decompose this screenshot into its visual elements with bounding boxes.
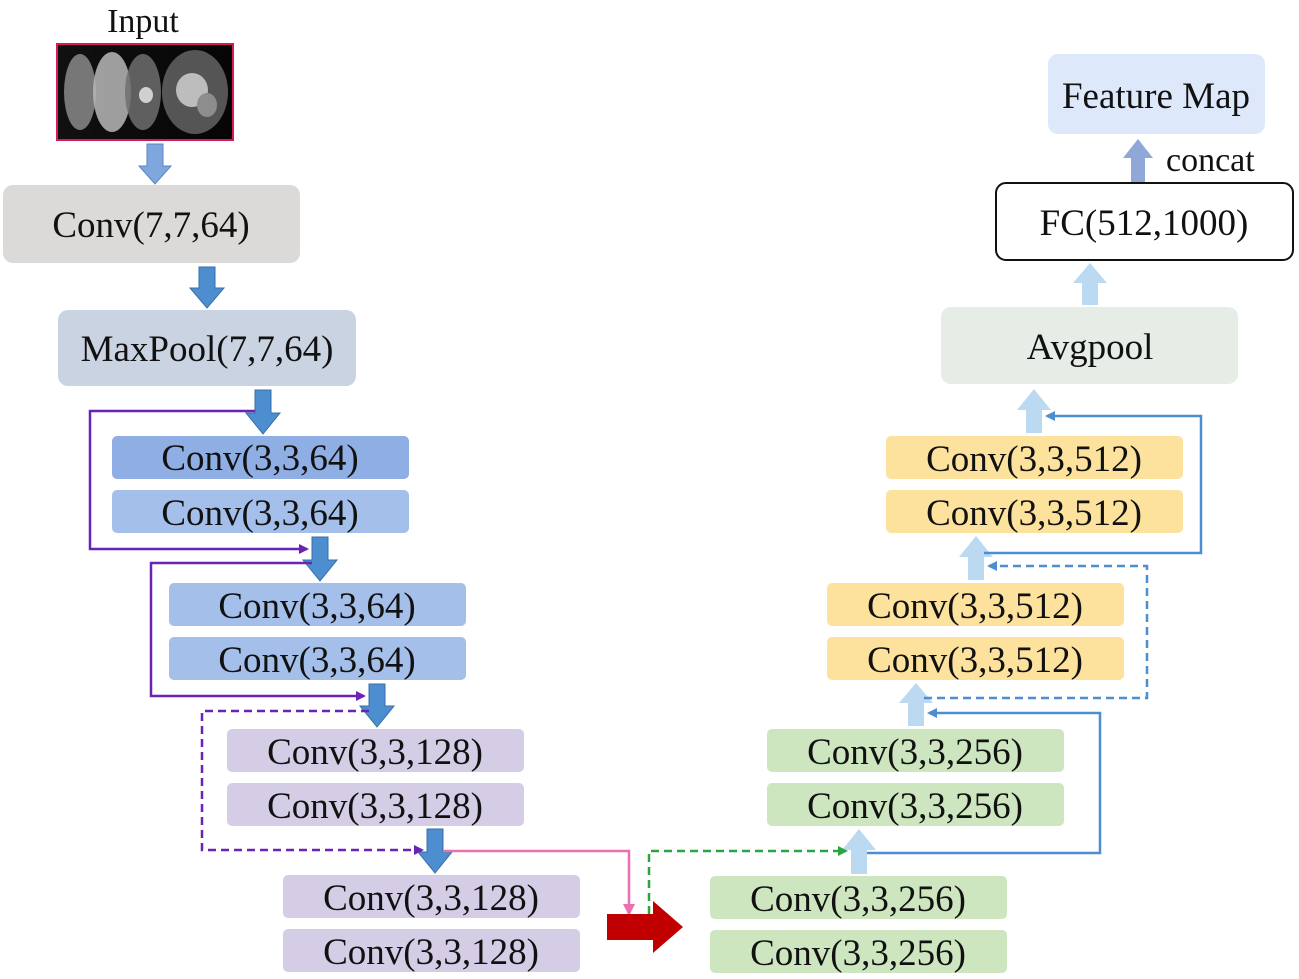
block8-node: Conv(3,3,512) Conv(3,3,512) — [886, 436, 1183, 534]
down-arrow-block1-block2 — [301, 536, 339, 582]
block1-node: Conv(3,3,64) Conv(3,3,64) — [112, 436, 409, 534]
block6-node: Conv(3,3,256) Conv(3,3,256) — [767, 729, 1064, 827]
up-arrow-block8-avgpool — [1017, 389, 1051, 433]
block3-conv-b-label: Conv(3,3,128) — [267, 786, 483, 827]
block8-conv-b-label: Conv(3,3,512) — [926, 493, 1142, 534]
input-mri-image — [56, 43, 234, 141]
block6-conv-a-label: Conv(3,3,256) — [807, 732, 1023, 773]
block5-conv-a-label: Conv(3,3,256) — [750, 879, 966, 920]
block5-node: Conv(3,3,256) Conv(3,3,256) — [710, 876, 1007, 974]
block2-conv-b-label: Conv(3,3,64) — [218, 640, 415, 681]
block2-node: Conv(3,3,64) Conv(3,3,64) — [169, 583, 466, 681]
block1-conv-b-label: Conv(3,3,64) — [161, 493, 358, 534]
down-arrow-block2-block3 — [358, 683, 396, 728]
conv1-node: Conv(7,7,64) — [3, 185, 300, 263]
maxpool-node: MaxPool(7,7,64) — [58, 310, 356, 386]
input-label: Input — [107, 3, 179, 40]
block4-node: Conv(3,3,128) Conv(3,3,128) — [283, 875, 580, 973]
block5-conv-b-label: Conv(3,3,256) — [750, 933, 966, 974]
skip-connection-green-dashed — [647, 846, 848, 914]
block7-conv-b-label: Conv(3,3,512) — [867, 640, 1083, 681]
center-transition-arrow — [607, 901, 683, 953]
block7-node: Conv(3,3,512) Conv(3,3,512) — [827, 583, 1124, 681]
skip-connection-block3-dashed — [200, 709, 424, 855]
down-arrow-block3-block4 — [416, 828, 454, 874]
avgpool-node: Avgpool — [941, 307, 1238, 384]
avgpool-label: Avgpool — [1027, 327, 1154, 368]
maxpool-label: MaxPool(7,7,64) — [81, 329, 334, 370]
down-arrow-conv1-maxpool — [188, 266, 226, 309]
up-arrow-avgpool-fc — [1073, 263, 1107, 305]
block7-conv-a-label: Conv(3,3,512) — [867, 586, 1083, 627]
block6-conv-b-label: Conv(3,3,256) — [807, 786, 1023, 827]
block2-conv-a-label: Conv(3,3,64) — [218, 586, 415, 627]
fc-label: FC(512,1000) — [1040, 203, 1249, 244]
skip-connection-block6 — [867, 708, 1102, 855]
up-arrow-block6-block7 — [899, 683, 933, 726]
up-arrow-fc-feature-map — [1123, 139, 1153, 182]
up-arrow-block5-block6 — [842, 829, 876, 874]
fc-node: FC(512,1000) — [995, 182, 1294, 261]
pink-connector — [443, 849, 635, 916]
conv1-label: Conv(7,7,64) — [52, 205, 249, 246]
feature-map-node: Feature Map — [1048, 54, 1265, 134]
block3-conv-a-label: Conv(3,3,128) — [267, 732, 483, 773]
block4-conv-b-label: Conv(3,3,128) — [323, 932, 539, 973]
skip-connection-block2 — [149, 561, 366, 701]
skip-connection-block8 — [984, 411, 1203, 555]
down-arrow-maxpool-block1 — [244, 389, 282, 435]
down-arrow-input-conv1 — [137, 143, 173, 185]
block1-conv-a-label: Conv(3,3,64) — [161, 438, 358, 479]
block4-conv-a-label: Conv(3,3,128) — [323, 878, 539, 919]
up-arrow-block7-block8 — [959, 536, 993, 580]
skip-connection-block7-dashed — [924, 561, 1149, 700]
block3-node: Conv(3,3,128) Conv(3,3,128) — [227, 729, 524, 827]
block8-conv-a-label: Conv(3,3,512) — [926, 439, 1142, 480]
concat-label: concat — [1166, 142, 1255, 179]
skip-connection-block1 — [88, 409, 309, 554]
feature-map-label: Feature Map — [1062, 76, 1250, 117]
